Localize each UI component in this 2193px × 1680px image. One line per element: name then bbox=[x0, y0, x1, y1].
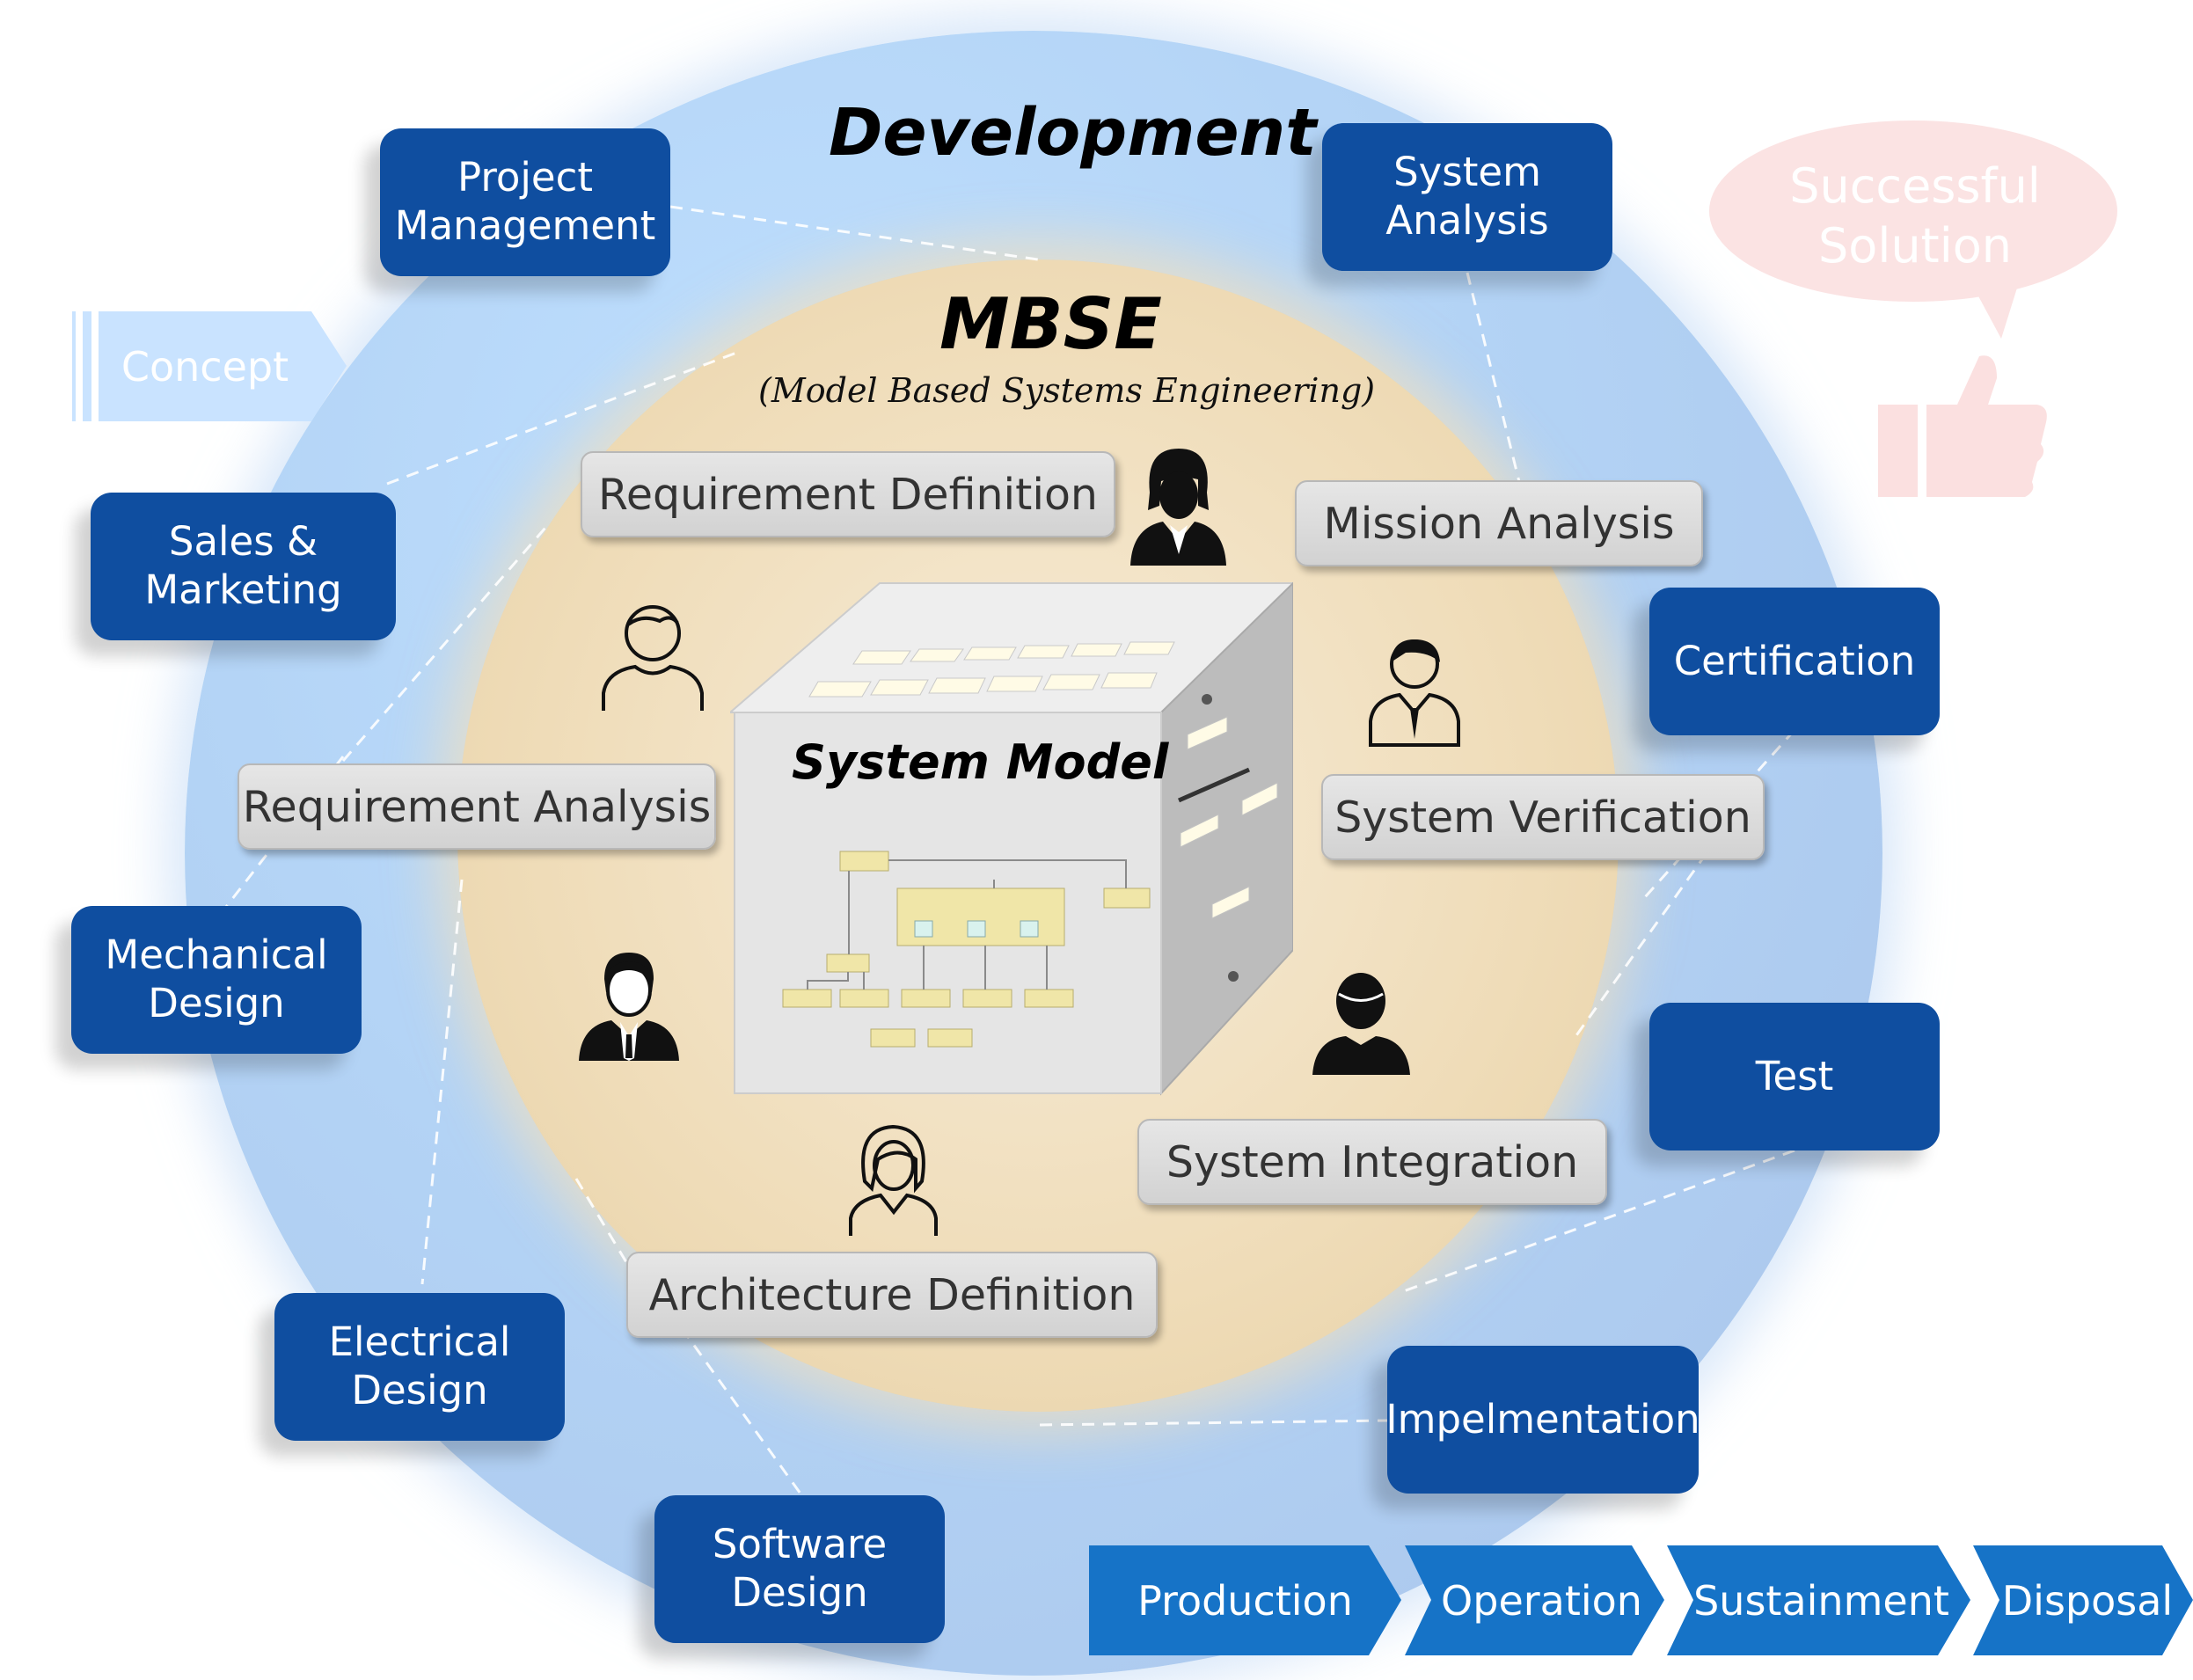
businessman-icon bbox=[579, 953, 679, 1061]
man-outline-icon bbox=[602, 605, 704, 711]
successful-solution-text: Successful Solution bbox=[1789, 158, 2041, 274]
production-phase: Production bbox=[1089, 1545, 1401, 1655]
sustainment-label: Sustainment bbox=[1693, 1576, 1949, 1625]
system-verification-box[interactable]: System Verification bbox=[1321, 774, 1765, 860]
woman-outline-icon bbox=[849, 1124, 938, 1236]
mbse-subtitle: (Model Based Systems Engineering) bbox=[758, 371, 1376, 410]
system-model-title: System Model bbox=[792, 734, 1169, 790]
businessman-outline-icon bbox=[1369, 639, 1460, 747]
concept-label: Concept bbox=[121, 342, 289, 391]
woman-person-icon bbox=[1130, 449, 1226, 566]
operation-phase: Operation bbox=[1405, 1545, 1664, 1655]
certification-box[interactable]: Certification bbox=[1649, 588, 1940, 735]
development-title: Development bbox=[829, 95, 1317, 171]
sustainment-phase: Sustainment bbox=[1667, 1545, 1970, 1655]
system-analysis-box[interactable]: System Analysis bbox=[1322, 123, 1612, 271]
requirement-definition-box[interactable]: Requirement Definition bbox=[581, 451, 1115, 537]
project-management-box[interactable]: Project Management bbox=[380, 128, 670, 276]
sales-marketing-box[interactable]: Sales & Marketing bbox=[91, 493, 396, 640]
thumbs-up-icon bbox=[1878, 355, 2047, 497]
test-box[interactable]: Test bbox=[1649, 1003, 1940, 1150]
mbse-title: MBSE bbox=[939, 283, 1162, 365]
disposal-label: Disposal bbox=[2001, 1576, 2174, 1625]
operation-label: Operation bbox=[1441, 1576, 1642, 1625]
production-label: Production bbox=[1137, 1576, 1353, 1625]
mechanical-design-box[interactable]: Mechanical Design bbox=[71, 906, 362, 1054]
architecture-definition-box[interactable]: Architecture Definition bbox=[626, 1252, 1158, 1338]
requirement-analysis-box[interactable]: Requirement Analysis bbox=[238, 763, 716, 850]
software-design-box[interactable]: Software Design bbox=[654, 1495, 945, 1643]
system-integration-box[interactable]: System Integration bbox=[1137, 1119, 1607, 1205]
implementation-box[interactable]: Impelmentation bbox=[1385, 1346, 1700, 1494]
person-silhouette-icon bbox=[1312, 973, 1410, 1075]
successful-solution-bubble bbox=[1709, 121, 2117, 339]
mission-analysis-box[interactable]: Mission Analysis bbox=[1295, 480, 1703, 566]
electrical-design-box[interactable]: Electrical Design bbox=[274, 1293, 565, 1441]
system-model-cube bbox=[730, 581, 1293, 1096]
disposal-phase: Disposal bbox=[1973, 1545, 2193, 1655]
concept-phase: Concept bbox=[72, 311, 347, 421]
